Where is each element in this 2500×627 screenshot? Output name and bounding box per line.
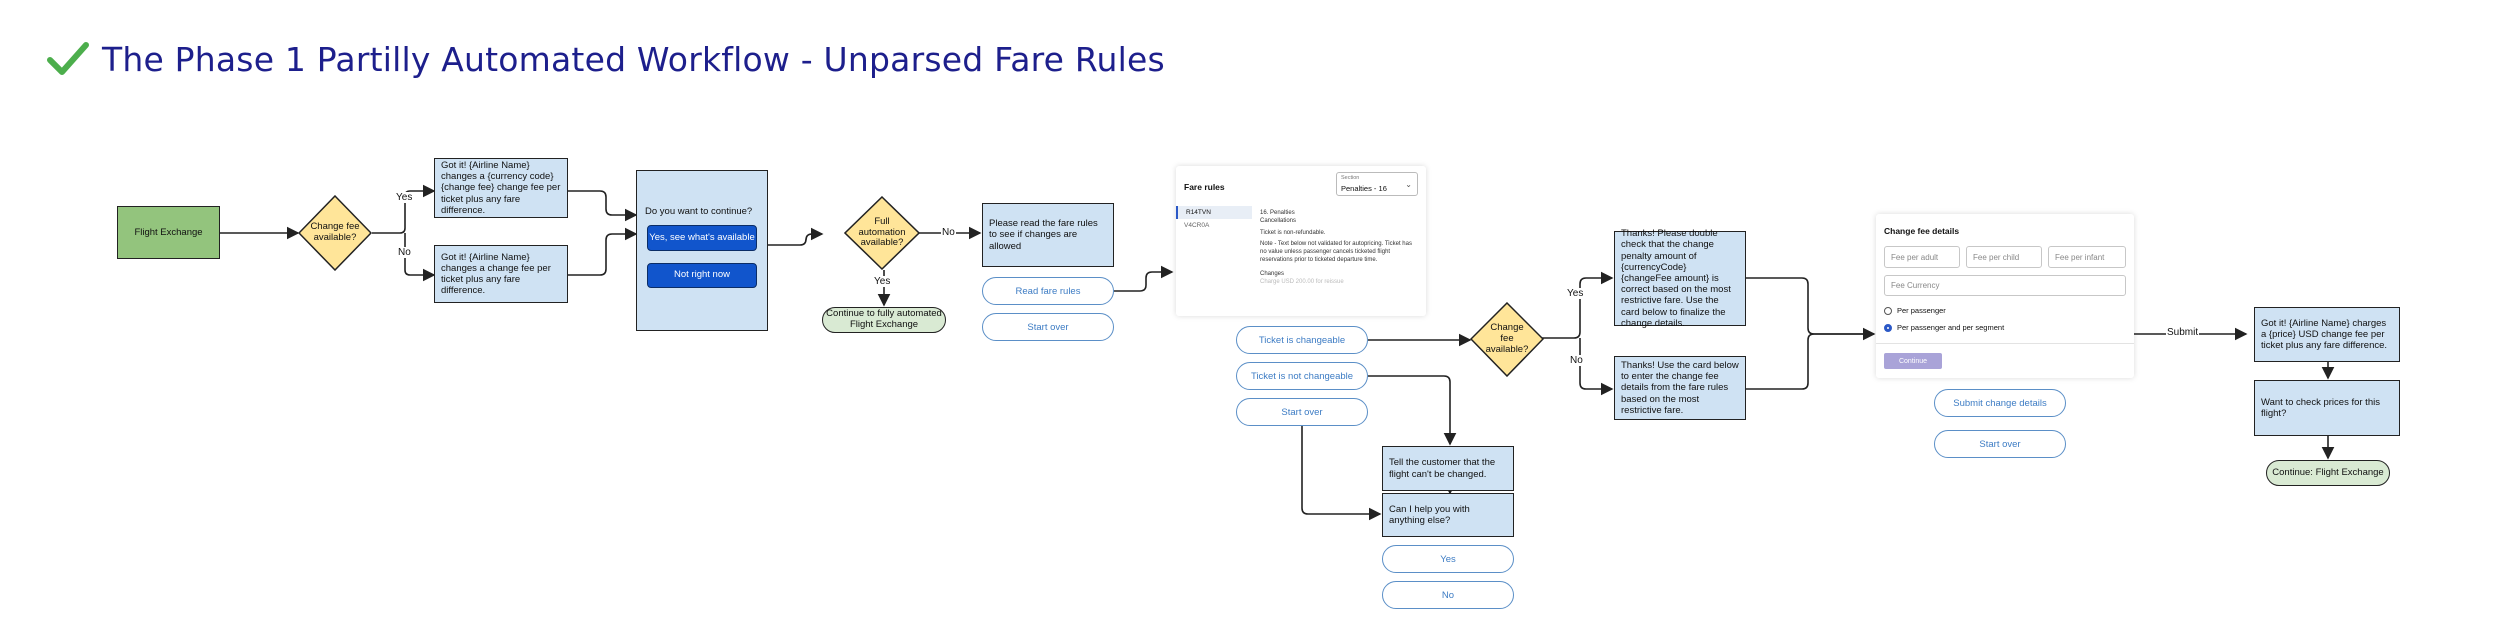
radio-label: Per passenger xyxy=(1897,306,1946,315)
node-label: Want to check prices for this flight? xyxy=(2261,396,2380,419)
decision-label: Change fee available? xyxy=(1485,322,1529,355)
node-got-it-change: Got it! {Airline Name} changes a change … xyxy=(434,245,568,303)
decision-full-automation: Full automation available? xyxy=(844,196,920,270)
radio-per-passenger-segment[interactable]: Per passenger and per segment xyxy=(1884,323,2004,332)
rule-heading: Changes xyxy=(1260,270,1285,277)
node-continue-question: Do you want to continue? Yes, see what's… xyxy=(636,170,768,331)
divider xyxy=(1876,343,2134,344)
fare-rules-body: 16. Penalties Cancellations Ticket is no… xyxy=(1260,210,1418,286)
decision-label: Full automation available? xyxy=(858,215,906,249)
fee-per-infant-field[interactable]: Fee per infant xyxy=(2048,246,2126,268)
rule-heading: 16. Penalties xyxy=(1260,210,1295,216)
rule-faded: Charge USD 200.00 for reissue xyxy=(1260,278,1344,285)
edge-label-no: No xyxy=(397,247,412,258)
edge-decision2-no xyxy=(1579,338,1614,396)
chevron-down-icon: ⌄ xyxy=(1405,180,1412,189)
node-flight-exchange: Flight Exchange xyxy=(117,206,220,259)
node-label: Please read the fare rules to see if cha… xyxy=(989,218,1098,252)
node-label: Flight Exchange xyxy=(134,226,203,238)
page-title: The Phase 1 Partilly Automated Workflow … xyxy=(46,34,1165,84)
yes-button[interactable]: Yes xyxy=(1382,545,1514,573)
edge-label-submit: Submit xyxy=(2166,327,2200,338)
radio-label: Per passenger and per segment xyxy=(1897,323,2005,332)
fare-rules-title: Fare rules xyxy=(1184,182,1225,192)
ticket-changeable-button[interactable]: Ticket is changeable xyxy=(1236,326,1368,354)
continue-button[interactable]: Continue xyxy=(1884,353,1942,369)
fee-per-adult-field[interactable]: Fee per adult xyxy=(1884,246,1960,268)
rule-heading: Cancellations xyxy=(1260,217,1297,224)
node-read-fare-rules: Please read the fare rules to see if cha… xyxy=(982,203,1114,267)
rule-line: Ticket is non-refundable. xyxy=(1260,229,1326,236)
not-right-now-button[interactable]: Not right now xyxy=(647,263,757,288)
node-label: Can I help you with anything else? xyxy=(1389,503,1470,526)
node-got-it-currency: Got it! {Airline Name} changes a {curren… xyxy=(434,158,568,218)
node-help-else: Can I help you with anything else? xyxy=(1382,493,1514,537)
edge-double-card xyxy=(1746,277,1876,341)
edge-decision2-yes xyxy=(1542,271,1614,339)
edge-not-changeable xyxy=(1368,375,1457,446)
node-label: Got it! {Airline Name} changes a {curren… xyxy=(441,160,561,216)
node-label: Got it! {Airline Name} charges a {price}… xyxy=(2261,317,2388,352)
start-over-button[interactable]: Start over xyxy=(1934,430,2066,458)
section-select[interactable]: Section Penalties - 16 ⌄ xyxy=(1336,172,1418,196)
section-value: Penalties - 16 xyxy=(1341,184,1387,193)
section-label: Section xyxy=(1341,175,1360,181)
continue-question-text: Do you want to continue? xyxy=(645,206,753,217)
node-got-it-price: Got it! {Airline Name} charges a {price}… xyxy=(2254,307,2400,362)
node-label: Tell the customer that the flight can't … xyxy=(1389,457,1496,480)
checkmark-icon xyxy=(47,42,89,75)
edge-label-yes: Yes xyxy=(873,276,892,287)
no-button[interactable]: No xyxy=(1382,581,1514,609)
edge-read-card xyxy=(1114,265,1174,292)
fare-rules-card: Fare rules Section Penalties - 16 ⌄ R14T… xyxy=(1176,166,1426,316)
edge-usecard-card xyxy=(1746,333,1874,390)
edge-got1-continue xyxy=(568,190,638,222)
radio-selected-icon xyxy=(1884,323,1892,332)
edge-label-no: No xyxy=(941,227,956,238)
fare-code-item[interactable]: V4CR0A xyxy=(1184,222,1210,229)
fee-currency-field[interactable]: Fee Currency xyxy=(1884,275,2126,296)
node-want-check: Want to check prices for this flight? xyxy=(2254,380,2400,436)
edge-no xyxy=(404,233,436,282)
change-fee-title: Change fee details xyxy=(1884,226,1960,236)
start-over-button[interactable]: Start over xyxy=(1236,398,1368,426)
edge-got2-continue xyxy=(568,227,638,276)
submit-change-details-button[interactable]: Submit change details xyxy=(1934,389,2066,417)
page-title-text: The Phase 1 Partilly Automated Workflow … xyxy=(102,39,1165,79)
decision-label: Change fee available? xyxy=(310,221,360,243)
yes-see-button[interactable]: Yes, see what's available xyxy=(647,225,757,251)
radio-icon xyxy=(1884,306,1892,315)
node-use-card: Thanks! Use the card below to enter the … xyxy=(1614,356,1746,420)
decision-change-fee-1: Change fee available? xyxy=(298,195,372,271)
node-label: Got it! {Airline Name} changes a change … xyxy=(441,251,551,297)
radio-per-passenger[interactable]: Per passenger xyxy=(1884,306,1946,315)
node-continue-full-auto: Continue to fully automated Flight Excha… xyxy=(822,307,946,333)
edge-label-no: No xyxy=(1569,355,1584,366)
start-over-button[interactable]: Start over xyxy=(982,313,1114,341)
fare-code-list: R14TVN V4CR0A xyxy=(1176,206,1252,232)
edge-label-yes: Yes xyxy=(1566,288,1585,299)
decision-change-fee-2: Change fee available? xyxy=(1470,302,1544,377)
fare-code-item[interactable]: R14TVN xyxy=(1176,206,1252,219)
rule-note: Note - Text below not validated for auto… xyxy=(1260,241,1412,263)
edge-yes xyxy=(372,184,436,234)
node-continue-exchange: Continue: Flight Exchange xyxy=(2266,460,2390,486)
node-label: Thanks! Please double check that the cha… xyxy=(1621,228,1731,329)
read-fare-rules-button[interactable]: Read fare rules xyxy=(982,277,1114,305)
change-fee-card: Change fee details Fee per adult Fee per… xyxy=(1876,214,2134,378)
node-label: Thanks! Use the card below to enter the … xyxy=(1621,360,1739,416)
edge-startover-help xyxy=(1301,424,1382,521)
fee-per-child-field[interactable]: Fee per child xyxy=(1966,246,2042,268)
node-tell-customer: Tell the customer that the flight can't … xyxy=(1382,446,1514,491)
edge-label-yes: Yes xyxy=(395,192,414,203)
edge-continue-auto xyxy=(768,227,824,246)
ticket-not-changeable-button[interactable]: Ticket is not changeable xyxy=(1236,362,1368,390)
node-double-check: Thanks! Please double check that the cha… xyxy=(1614,228,1746,329)
